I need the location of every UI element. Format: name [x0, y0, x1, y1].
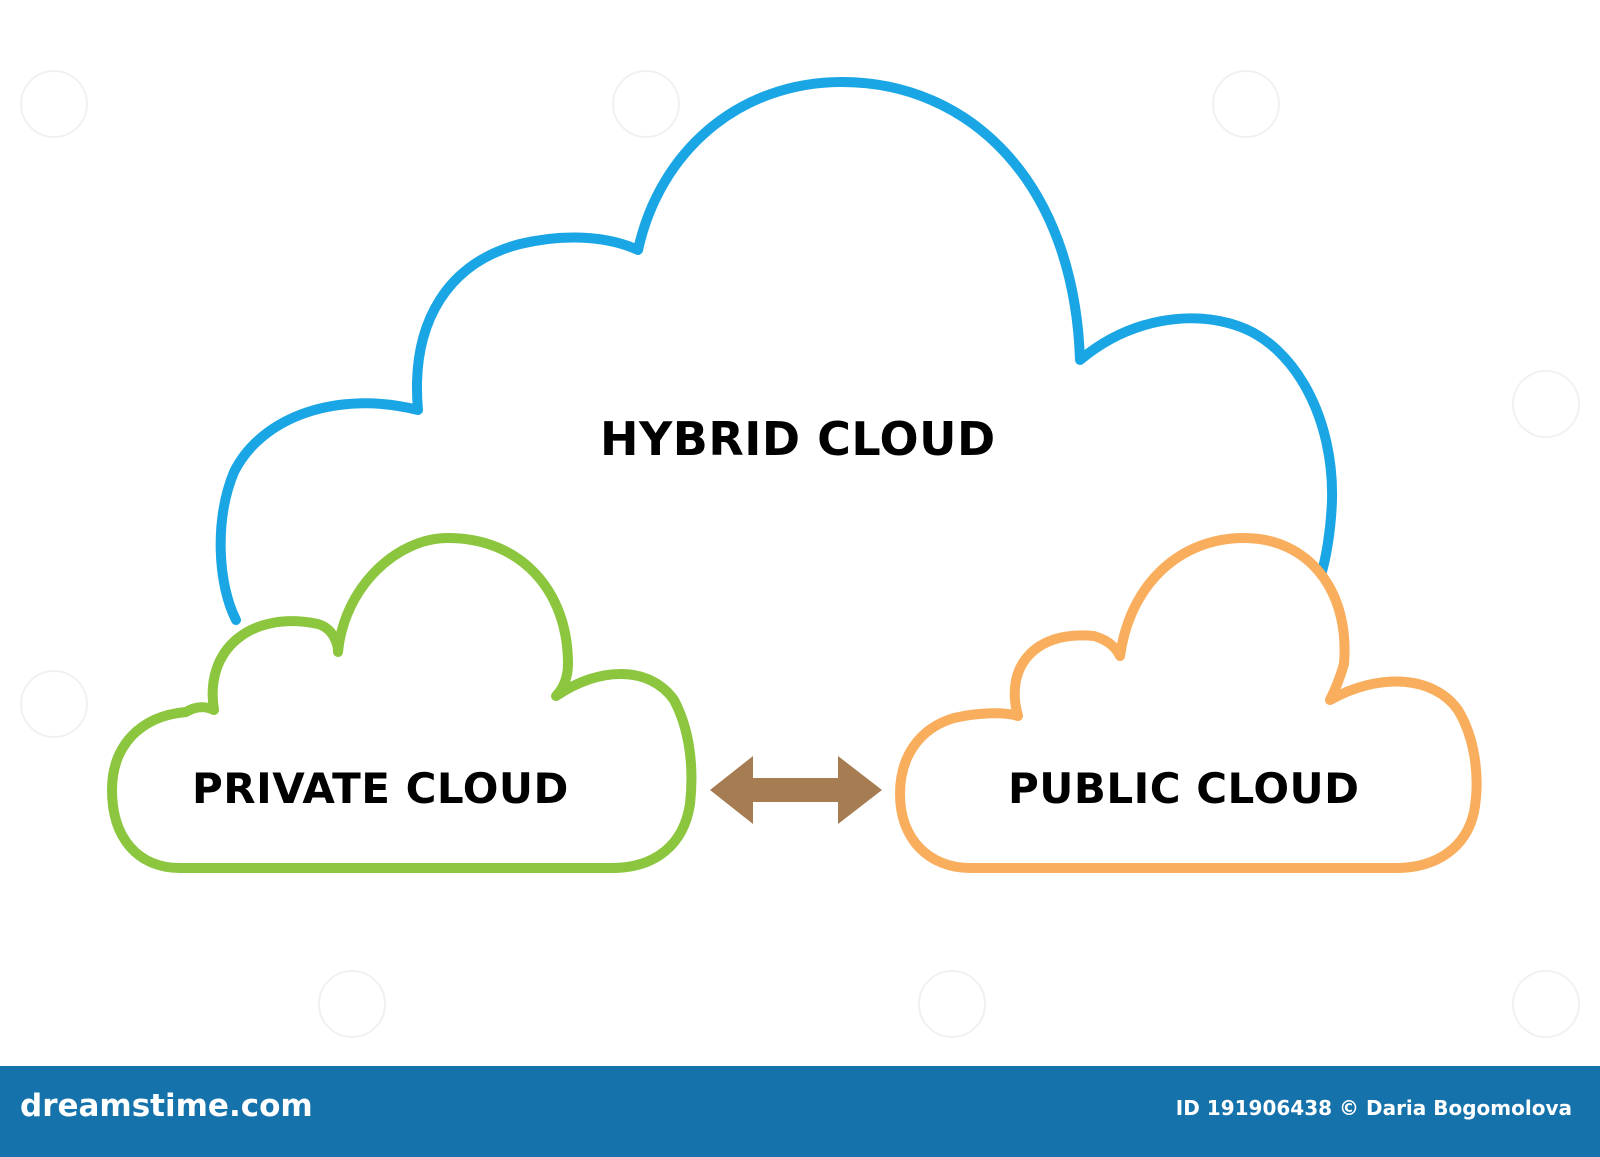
private-cloud-shape: [107, 533, 697, 873]
public-cloud-label: PUBLIC CLOUD: [1008, 764, 1360, 813]
watermark-icon: [918, 970, 986, 1038]
private-cloud-label: PRIVATE CLOUD: [192, 764, 569, 813]
hybrid-cloud-shape: [215, 77, 1338, 625]
hybrid-cloud-label: HYBRID CLOUD: [600, 412, 996, 466]
bidirectional-arrow-icon: [710, 756, 882, 824]
watermark-icon: [318, 970, 386, 1038]
watermark-icon: [20, 670, 88, 738]
public-cloud-shape: [895, 533, 1482, 873]
watermark-icon: [1212, 70, 1280, 138]
watermark-icon: [1512, 370, 1580, 438]
watermark-icon: [1512, 970, 1580, 1038]
image-credit: ID 191906438 © Daria Bogomolova: [1175, 1096, 1572, 1120]
watermark-icon: [612, 70, 680, 138]
footer-bar: dreamstime.com ID 191906438 © Daria Bogo…: [0, 1066, 1600, 1157]
diagram-canvas: HYBRID CLOUD PRIVATE CLOUD PUBLIC CLOUD: [20, 70, 1580, 1038]
brand-logo-text: dreamstime.com: [20, 1088, 313, 1124]
cloud-diagram: [107, 77, 1482, 873]
watermark-icon: [20, 70, 88, 138]
